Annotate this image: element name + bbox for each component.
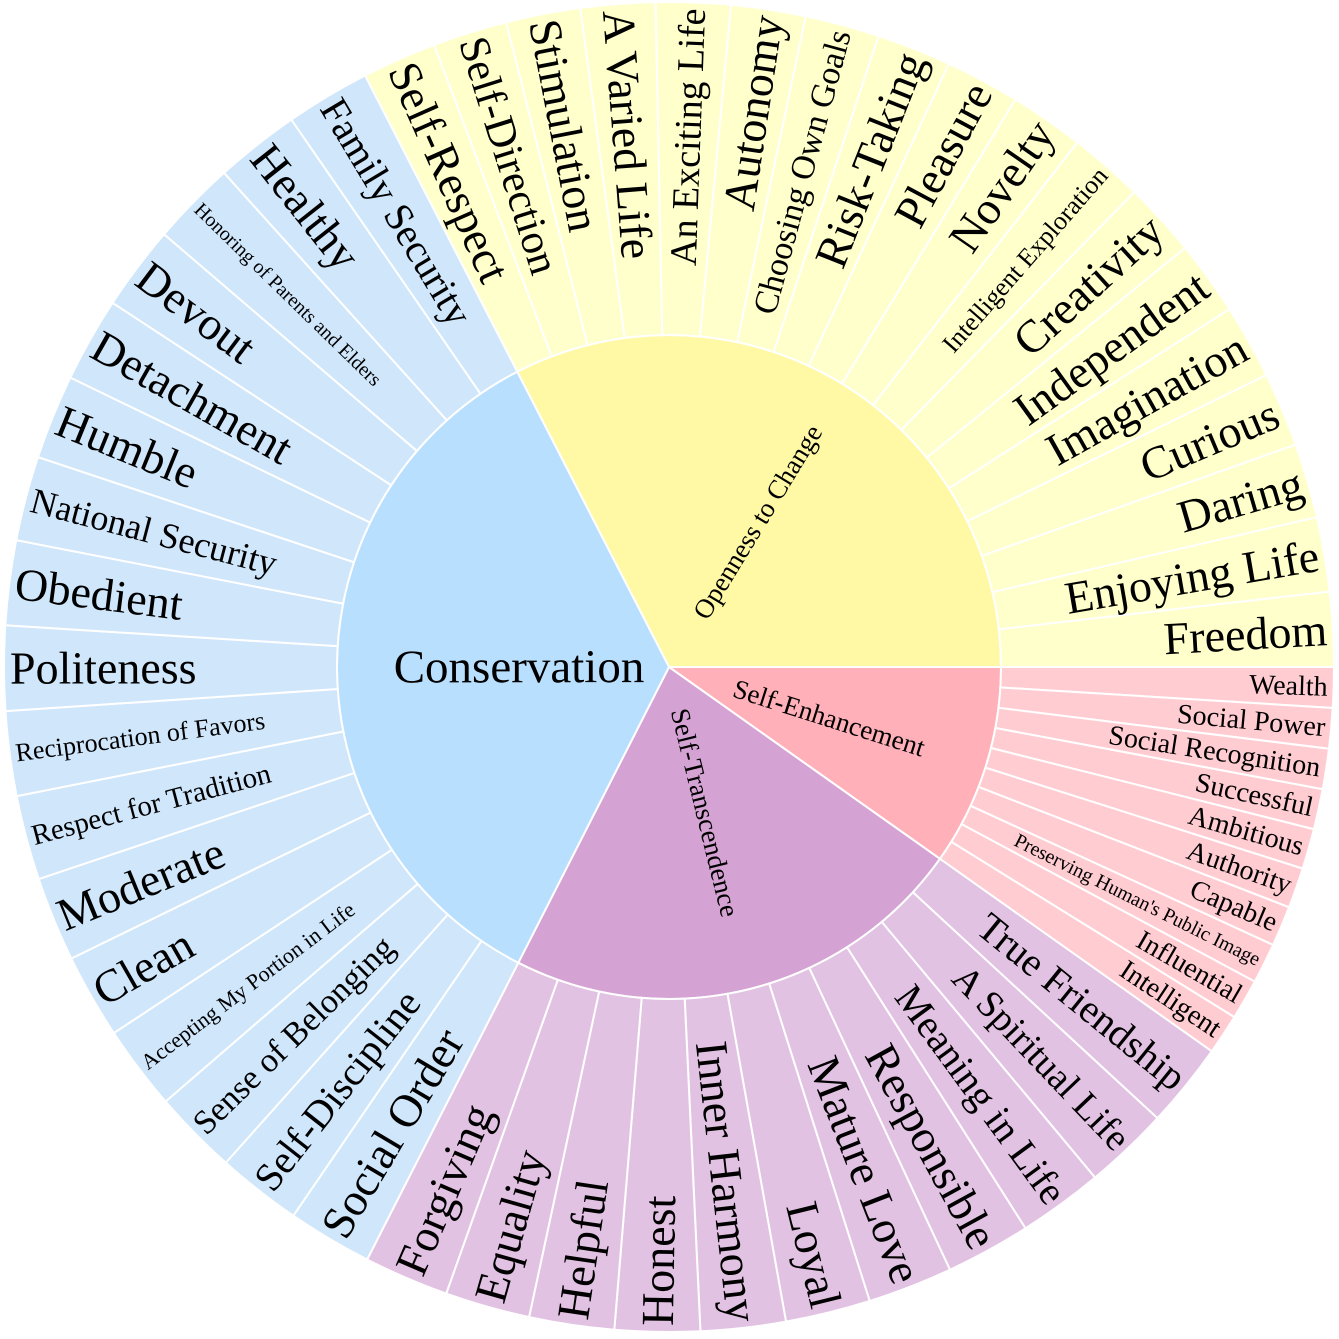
leaf-label-an-exciting-life: An Exciting Life [663, 8, 714, 267]
leaf-label-wealth: Wealth [1249, 669, 1329, 702]
leaf-segment-family-security [289, 74, 519, 396]
leaf-label-politeness: Politeness [10, 642, 197, 693]
group-label-conservation: Conservation [394, 641, 645, 693]
segments [3, 1, 1336, 1333]
leaf-label-honest: Honest [632, 1195, 685, 1326]
leaf-label-freedom: Freedom [1162, 604, 1328, 664]
